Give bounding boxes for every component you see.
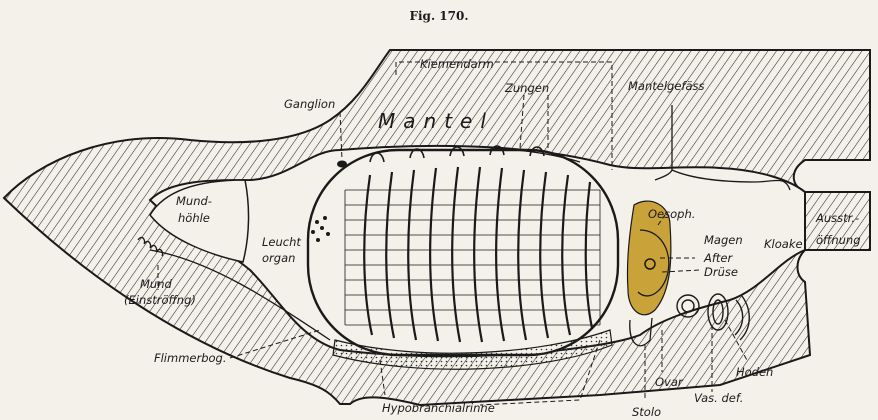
label-leucht-1: Leucht [262, 235, 301, 249]
branchial-basket [308, 150, 618, 355]
label-ausstr-2: öffnung [816, 233, 861, 247]
label-leucht-2: organ [262, 251, 295, 265]
label-kloake: Kloake [764, 237, 803, 251]
label-druese: Drüse [704, 265, 738, 279]
label-ganglion: Ganglion [284, 97, 335, 111]
label-oesoph: Oesoph. [648, 207, 695, 221]
label-mantelgefaess: Mantelgefäss [628, 79, 705, 93]
label-mund: Mund [140, 277, 172, 291]
label-kiemendarm: Kiemendarm [420, 57, 494, 71]
label-flimmerbog: Flimmerbog. [154, 351, 227, 365]
label-mundhoehle-1: Mund- [176, 194, 212, 208]
label-hoden: Hoden [736, 365, 773, 379]
label-magen: Magen [704, 233, 743, 247]
label-after: After [703, 251, 733, 265]
label-mantel: Mantel [378, 109, 494, 133]
label-hypobranchialrinne: Hypobranchialrinne [382, 401, 495, 415]
label-zungen: Zungen [504, 81, 549, 95]
label-stolo: Stolo [632, 405, 661, 419]
figure-title: Fig. 170. [409, 9, 468, 23]
label-mundhoehle-2: höhle [178, 211, 210, 225]
label-ovar: Ovar [655, 375, 684, 389]
label-ausstr-1: Ausstr.- [815, 211, 859, 225]
label-vas-def: Vas. def. [694, 391, 743, 405]
ganglion-node [337, 161, 347, 168]
label-einstroeffng: (Einströffng) [124, 293, 196, 307]
